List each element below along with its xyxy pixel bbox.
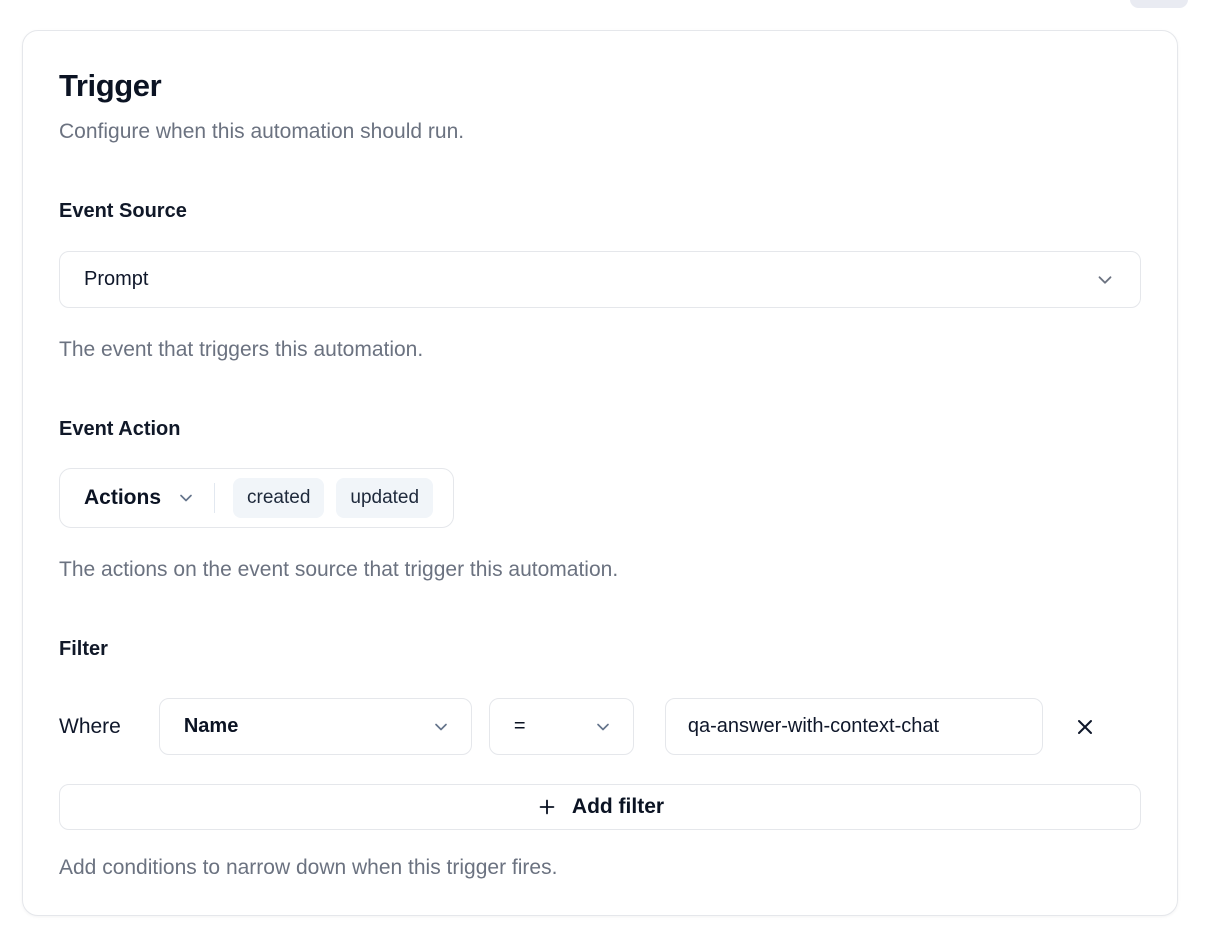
event-source-label: Event Source: [59, 200, 187, 222]
action-chip-updated[interactable]: updated: [336, 478, 434, 518]
chevron-down-icon: [1094, 269, 1116, 291]
where-label: Where: [59, 714, 121, 738]
chevron-down-icon: [431, 717, 451, 737]
vertical-divider: [214, 483, 216, 513]
filter-help: Add conditions to narrow down when this …: [59, 856, 558, 879]
filter-value-input[interactable]: [664, 698, 1043, 755]
filter-operator-select[interactable]: =: [488, 698, 634, 755]
filter-label: Filter: [59, 638, 108, 660]
filter-condition-row: Where Name =: [59, 698, 1141, 755]
add-filter-button[interactable]: Add filter: [59, 784, 1141, 830]
remove-filter-button[interactable]: [1068, 710, 1102, 744]
actions-dropdown-trigger[interactable]: Actions: [84, 486, 196, 510]
selected-actions-list: created updated: [233, 478, 434, 518]
chevron-down-icon: [593, 717, 613, 737]
event-source-selected-value: Prompt: [84, 268, 149, 290]
page-subtitle: Configure when this automation should ru…: [59, 120, 465, 143]
plus-icon: [536, 796, 558, 818]
trigger-card: Trigger Configure when this automation s…: [22, 30, 1178, 916]
event-source-select[interactable]: Prompt: [59, 251, 1141, 308]
actions-dropdown-label: Actions: [84, 486, 162, 509]
filter-field-selected-value: Name: [183, 715, 239, 737]
action-chip-created[interactable]: created: [233, 478, 325, 518]
close-icon: [1073, 715, 1097, 739]
event-action-control: Actions created updated: [59, 468, 455, 528]
filter-field-select[interactable]: Name: [158, 698, 472, 755]
add-filter-button-label: Add filter: [571, 795, 665, 818]
event-action-help: The actions on the event source that tri…: [59, 558, 619, 581]
event-source-help: The event that triggers this automation.: [59, 338, 424, 361]
cutoff-partial-element: [1130, 0, 1188, 8]
chevron-down-icon: [176, 488, 196, 508]
filter-operator-selected-value: =: [513, 715, 526, 737]
page-title: Trigger: [59, 68, 162, 103]
event-action-label: Event Action: [59, 418, 181, 440]
